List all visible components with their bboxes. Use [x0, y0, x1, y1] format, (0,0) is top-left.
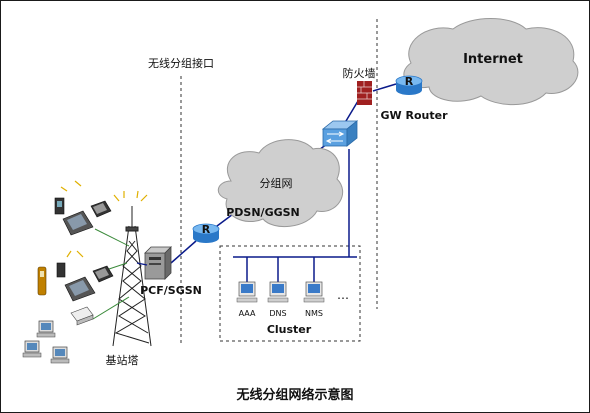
air-interface-label: 无线分组接口: [148, 56, 214, 70]
dns-label: DNS: [269, 309, 286, 318]
packet-network-label: 分组网: [260, 176, 293, 190]
cluster-ellipsis: …: [337, 288, 349, 302]
pcf-sgsn-server-icon: [144, 246, 172, 280]
aaa-label: AAA: [239, 309, 256, 318]
computer-icon: [303, 281, 325, 303]
antenna-tower-icon: [112, 206, 152, 347]
desktop-computer-icon: [50, 346, 70, 364]
computer-icon: [267, 281, 289, 303]
firewall-label: 防火墙: [343, 66, 376, 80]
gw-router-label: GW Router: [381, 109, 449, 122]
laptop-icon: [62, 210, 94, 236]
pda-icon: [54, 197, 65, 215]
gw-router-icon: [395, 75, 423, 95]
tower-signal-icon: [60, 180, 148, 258]
desktop-computer-icon: [70, 306, 94, 326]
desktop-computer-icon: [36, 320, 56, 338]
pda-icon: [90, 200, 112, 218]
diagram-caption: 无线分组网络示意图: [235, 387, 353, 403]
pdsn-router-icon: [192, 223, 220, 243]
base-station-label: 基站塔: [106, 353, 139, 367]
nms-label: NMS: [305, 309, 323, 318]
firewall-icon: [357, 81, 372, 105]
cluster-label: Cluster: [267, 323, 312, 336]
pdsn-router-mark: R: [202, 223, 211, 236]
pcf-sgsn-label: PCF/SGSN: [140, 284, 202, 297]
cluster-box: [219, 245, 361, 342]
computer-icon: [236, 281, 258, 303]
gw-router-mark: R: [405, 75, 414, 88]
pdsn-ggsn-label: PDSN/GGSN: [226, 206, 300, 219]
internet-label: Internet: [463, 52, 523, 67]
switch-icon: [321, 120, 359, 147]
pda-icon: [92, 265, 114, 283]
internet-cloud-icon: [403, 18, 579, 106]
laptop-icon: [64, 276, 96, 302]
phone-icon: [37, 266, 47, 296]
pda-icon: [56, 262, 66, 278]
desktop-computer-icon: [22, 340, 42, 358]
tower-to-pcf-link: [136, 262, 148, 266]
packet-network-cloud-icon: [217, 139, 343, 228]
